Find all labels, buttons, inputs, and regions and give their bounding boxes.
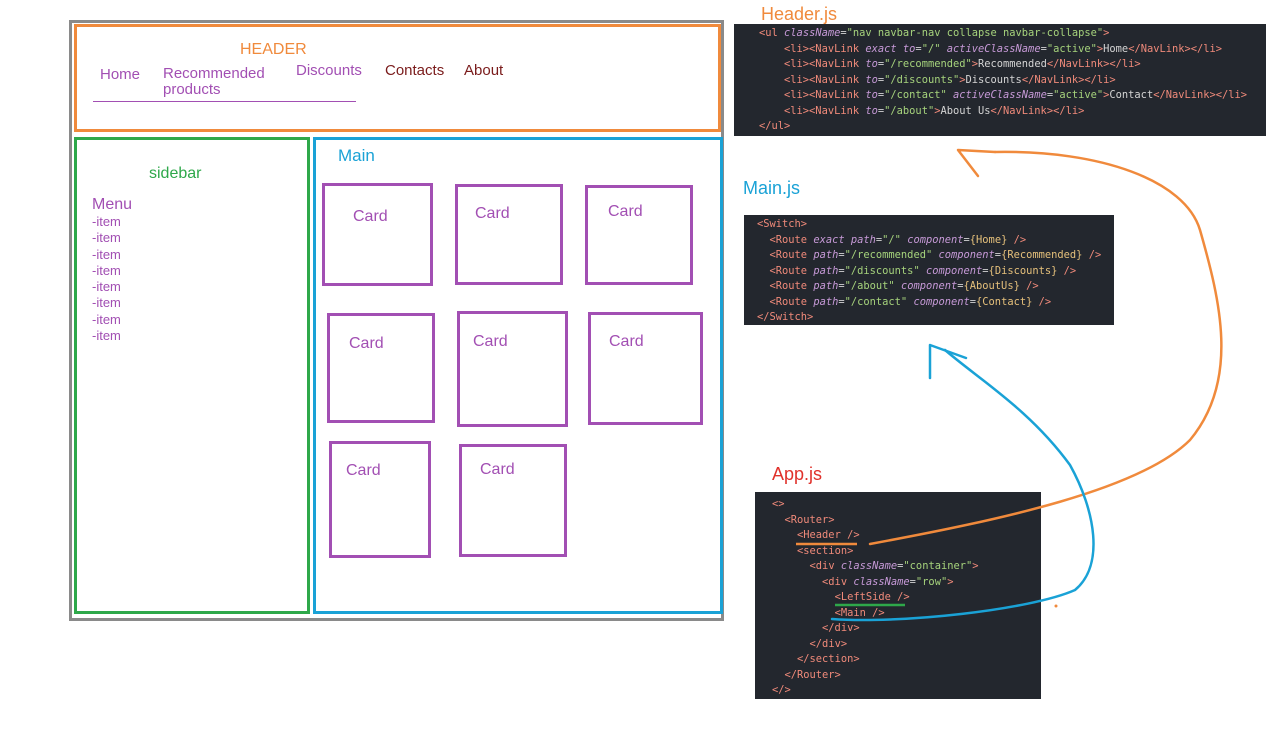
code-line: </>: [772, 684, 791, 696]
code-line: </div>: [822, 622, 860, 634]
code-line: </section>: [797, 653, 860, 665]
header-arrowhead: [956, 148, 997, 178]
nav-discounts: Discounts: [296, 62, 362, 79]
menu-item: -item: [92, 214, 121, 229]
main-label: Main: [338, 146, 375, 165]
card-label: Card: [480, 461, 515, 478]
code-line: <li><NavLink exact to="/" activeClassNam…: [784, 42, 1223, 55]
code-line: <li><NavLink to="/contact" activeClassNa…: [784, 89, 1248, 101]
menu-item: -item: [92, 328, 121, 344]
code-line: <Main />: [834, 606, 885, 619]
card: Card: [327, 313, 435, 423]
code-line: <ul className="nav navbar-nav collapse n…: [759, 27, 1110, 39]
code-line: <Route exact path="/" component={Home} /…: [769, 233, 1027, 246]
nav-products: products: [163, 81, 221, 98]
main-region: [313, 137, 723, 614]
nav-recommended: Recommended: [163, 65, 265, 82]
card-label: Card: [475, 205, 510, 222]
header-arrow: [868, 150, 1223, 546]
header-region: [74, 24, 721, 132]
header-js-code: <ul className="nav navbar-nav collapse n…: [734, 24, 1266, 136]
menu-item: -item: [92, 262, 121, 278]
stray-dot: [1054, 604, 1058, 608]
app-js-title: App.js: [772, 464, 823, 484]
code-line: <Route path="/contact" component={Contac…: [769, 295, 1052, 308]
code-line: </ul>: [759, 120, 791, 132]
card-label: Card: [608, 203, 643, 220]
menu-item: -item: [92, 230, 121, 246]
code-line: <li><NavLink to="/recommended">Recommend…: [784, 58, 1141, 70]
header-js-title: Header.js: [761, 4, 838, 24]
code-line: <section>: [797, 544, 854, 557]
card: Card: [457, 311, 568, 427]
sidebar-label: sidebar: [149, 165, 202, 182]
code-line: <Route path="/about" component={AboutUs}…: [769, 280, 1039, 292]
card-label: Card: [609, 333, 644, 350]
card-label: Card: [353, 208, 388, 225]
card: Card: [329, 441, 431, 558]
menu-item: -item: [92, 246, 121, 262]
card-label: Card: [346, 462, 381, 479]
code-line: <Router>: [784, 513, 835, 526]
code-line: <li><NavLink to="/about">About Us</NavLi…: [784, 104, 1085, 117]
menu-label: Menu: [92, 196, 133, 213]
nav-underline: [93, 101, 356, 102]
menu-item: -item: [92, 295, 121, 311]
menu-item: -item: [92, 311, 121, 327]
header-label: HEADER: [240, 41, 307, 58]
main-arrowhead: [928, 343, 968, 380]
code-line: <div className="row">: [822, 575, 954, 588]
code-line: <Header />: [797, 529, 860, 541]
card: Card: [455, 184, 563, 285]
code-line: <Switch>: [757, 218, 808, 230]
app-js-code: <> <Router> <Header /> <section> <div cl…: [755, 492, 1041, 699]
card: Card: [322, 183, 433, 286]
code-line: <Route path="/recommended" component={Re…: [769, 249, 1102, 261]
code-line: <div className="container">: [809, 560, 979, 572]
menu-list: -item -item -item -item -item -item -ite…: [92, 214, 121, 344]
main-arrow: [830, 348, 1095, 622]
code-line: <li><NavLink to="/discounts">Discounts</…: [784, 73, 1116, 86]
menu-item: -item: [92, 279, 121, 295]
code-line: <>: [772, 498, 785, 510]
nav-contacts: Contacts: [385, 62, 445, 79]
main-js-code: <Switch> <Route exact path="/" component…: [744, 215, 1114, 325]
card: Card: [585, 185, 693, 285]
sidebar-region: [74, 137, 310, 614]
card: Card: [459, 444, 567, 557]
card-label: Card: [473, 333, 508, 350]
code-line: </Router>: [784, 668, 841, 681]
card-label: Card: [349, 335, 384, 352]
card: Card: [588, 312, 703, 425]
code-line: <LeftSide />: [834, 591, 910, 603]
nav-about: About: [464, 62, 504, 79]
code-line: <Route path="/discounts" component={Disc…: [769, 264, 1077, 277]
code-line: </Switch>: [757, 311, 814, 323]
code-line: </div>: [809, 637, 848, 650]
nav-home: Home: [100, 66, 141, 83]
main-js-title: Main.js: [743, 178, 801, 198]
